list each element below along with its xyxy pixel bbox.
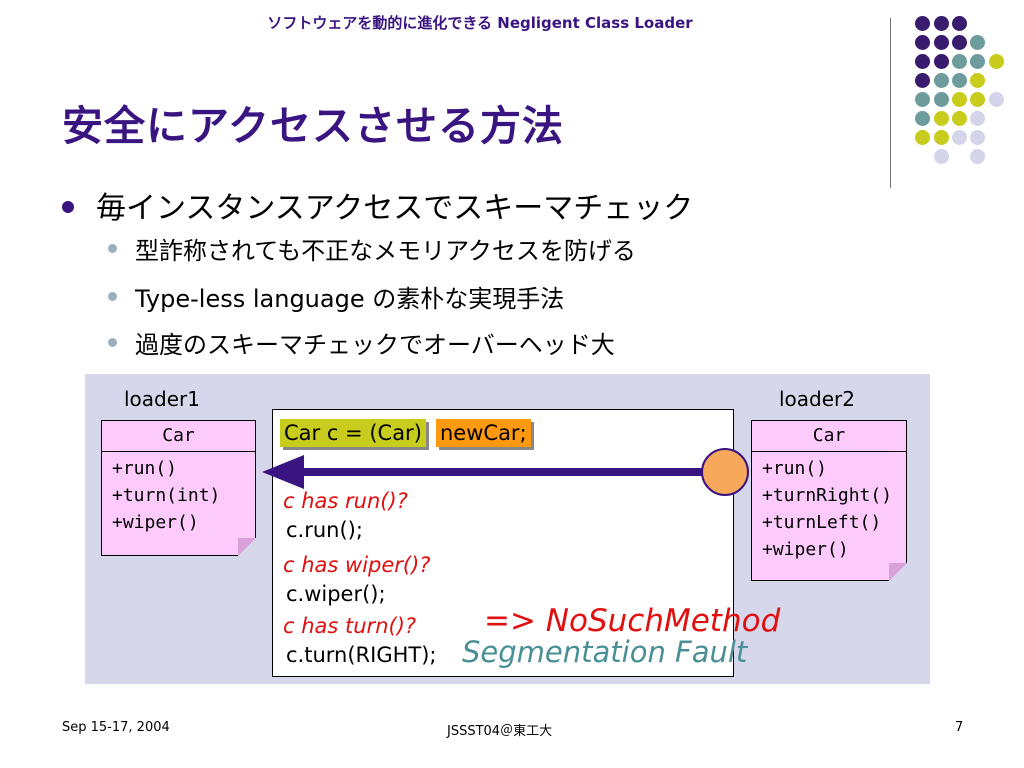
method-item: +run(): [762, 458, 828, 479]
footer-venue: JSSST04＠東工大: [447, 724, 553, 739]
bullet-sub-1: 型詐称されても不正なメモリアクセスを防げる: [108, 231, 636, 266]
check-run-question: c has run()?: [283, 489, 408, 513]
method-item: +run(): [112, 458, 178, 479]
bullet-sub-text: Type-less language の素朴な実現手法: [135, 285, 565, 313]
reference-circle-icon: [701, 448, 749, 496]
right-class-card: Car +run() +turnRight() +turnLeft() +wip…: [751, 420, 907, 581]
code-line-turn: c.turn(RIGHT);: [286, 643, 437, 667]
method-item: +wiper(): [112, 512, 199, 533]
decorative-dot-grid: [0, 0, 1024, 200]
method-item: +turnRight(): [762, 485, 893, 506]
bullet-dot-icon: [108, 292, 117, 301]
slide-header: ソフトウェアを動的に進化できる Negligent Class Loader: [267, 14, 693, 32]
method-item: +turnLeft(): [762, 512, 882, 533]
arrow-head-icon: [262, 455, 304, 489]
code-box: [272, 409, 734, 677]
footer-page-number: 7: [955, 720, 964, 735]
bullet-dot-icon: [108, 338, 117, 347]
page-fold-icon: [889, 563, 907, 581]
cast-chip: Car c = (Car): [280, 419, 426, 447]
class-name: Car: [752, 421, 906, 452]
bullet-main-text: 毎インスタンスアクセスでスキーマチェック: [96, 191, 694, 226]
footer-date: Sep 15-17, 2004: [62, 720, 170, 735]
bullet-sub-text: 型詐称されても不正なメモリアクセスを防げる: [135, 237, 636, 265]
bullet-dot-icon: [62, 201, 74, 213]
left-class-card: Car +run() +turn(int) +wiper(): [101, 420, 256, 556]
nosuchmethod-label: => NoSuchMethod: [484, 603, 781, 639]
page-fold-icon: [238, 538, 256, 556]
slide-title: 安全にアクセスさせる方法: [62, 102, 564, 150]
check-wiper-question: c has wiper()?: [283, 553, 431, 577]
check-turn-question: c has turn()?: [283, 614, 417, 638]
bullet-main: 毎インスタンスアクセスでスキーマチェック: [62, 183, 693, 227]
bullet-sub-3: 過度のスキーマチェックでオーバーヘッド大: [108, 325, 615, 360]
loader1-label: loader1: [124, 387, 200, 411]
decorative-divider: [890, 18, 891, 188]
bullet-dot-icon: [108, 244, 117, 253]
loader2-label: loader2: [779, 387, 855, 411]
class-name: Car: [102, 421, 255, 452]
code-line-run: c.run();: [286, 518, 363, 542]
code-line-wiper: c.wiper();: [286, 582, 386, 606]
method-item: +turn(int): [112, 485, 221, 506]
bullet-sub-2: Type-less language の素朴な実現手法: [108, 279, 564, 314]
new-chip: newCar;: [436, 419, 531, 447]
segfault-label: Segmentation Fault: [462, 635, 748, 669]
method-item: +wiper(): [762, 539, 849, 560]
bullet-sub-text: 過度のスキーマチェックでオーバーヘッド大: [135, 331, 615, 359]
